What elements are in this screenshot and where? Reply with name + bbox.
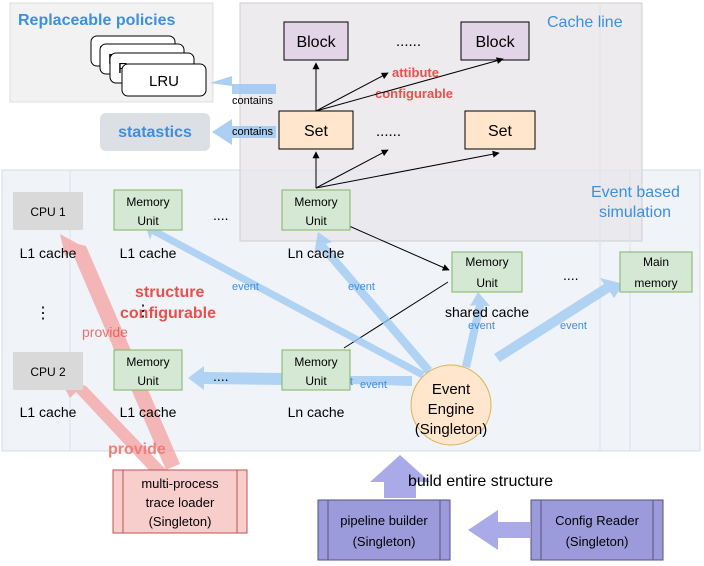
block-box[interactable] [283,21,349,61]
block-label: Block [475,34,515,51]
build-label: build entire structure [408,473,553,490]
contains-arrow-policies [210,76,276,94]
memory-unit-l1-top[interactable]: Memory Unit [113,189,183,231]
event-engine-label: (Singleton) [415,421,488,438]
trace-loader-label: trace loader [146,495,215,510]
trace-loader-label: multi-process [141,476,219,491]
event-sim-title-line2: simulation [599,204,671,221]
dots: .... [563,267,579,283]
structure-configurable-note: configurable [120,305,216,322]
vdots: ⋮ [135,303,151,320]
contains-label: contains [232,95,273,107]
cache-label: L1 cache [20,245,77,261]
structure-configurable-note: structure [135,284,204,301]
cpu-box[interactable] [13,352,83,390]
contains-arrow-stats [212,119,276,145]
config-reader-label: Config Reader [555,513,639,528]
event-arrows [145,222,624,390]
pipeline-builder-label: (Singleton) [353,534,416,549]
dots: .... [213,207,229,223]
memory-unit-label: Memory [465,255,508,269]
event-engine[interactable]: Event Engine (Singleton) [410,364,492,446]
memory-unit-label: Memory [294,355,337,369]
set-dots: ...... [376,123,401,140]
lru-label: LRU [149,73,179,90]
main-memory-label: Main [643,255,669,269]
provide-label: provide [108,441,166,458]
statastics-box[interactable] [100,113,210,151]
memory-unit-label: Unit [137,214,159,228]
main-memory-label: memory [634,276,677,290]
statastics-label: statastics [118,124,192,141]
cpu-label: CPU 1 [30,205,66,219]
build-arrows [370,455,530,550]
cache-label: Ln cache [288,404,345,420]
cache-label: Ln cache [288,245,345,261]
cpu-box[interactable] [13,192,83,230]
event-sim-title-line1: Event based [591,184,680,201]
connector-arrows [312,57,504,349]
memory-unit-label: Unit [476,276,498,290]
event-label: event [232,281,259,293]
cache-label: shared cache [445,304,529,320]
pipeline-builder[interactable]: pipeline builder (Singleton) [317,499,451,561]
main-memory-box[interactable]: Main memory [619,251,693,293]
config-reader[interactable]: Config Reader (Singleton) [530,499,664,561]
cache-label: L1 cache [20,404,77,420]
attribute-configurable-note: configurable [375,86,453,101]
cpu-vdots: ⋮ [35,305,51,322]
policy-stack: F F F LRU [90,35,207,97]
set-label: Set [488,123,513,140]
config-reader-label: (Singleton) [566,534,629,549]
cache-label: L1 cache [120,404,177,420]
trace-loader[interactable]: multi-process trace loader (Singleton) [112,469,248,534]
memory-unit-label: Unit [305,214,327,228]
cache-label: L1 cache [120,245,177,261]
memory-unit-l1-bottom[interactable]: Memory Unit [113,349,183,391]
memory-unit-ln-top[interactable]: Memory Unit [281,189,351,231]
set-box[interactable] [464,110,536,150]
memory-unit-label: Memory [294,195,337,209]
replaceable-policies-title: Replaceable policies [18,12,176,29]
cpu-label: CPU 2 [30,365,66,379]
memory-unit-label: Memory [126,355,169,369]
memory-unit-ln-bottom[interactable]: Memory Unit [281,349,351,391]
cache-line-title: Cache line [547,14,623,31]
dots: .... [213,368,229,384]
event-label: event [348,281,375,293]
memory-unit-label: Unit [137,374,159,388]
lru-policy-card[interactable] [121,63,207,97]
memory-unit-label: Unit [305,374,327,388]
provide-label: provide [82,324,128,340]
set-label: Set [304,123,329,140]
pipeline-builder-label: pipeline builder [340,513,428,528]
trace-loader-label: (Singleton) [149,514,212,529]
event-label: event [560,320,587,332]
attribute-configurable-note: attibute [392,65,439,80]
memory-unit-label: Memory [126,195,169,209]
event-engine-label: Engine [428,401,475,418]
event-label: event [360,379,387,391]
block-dots: ...... [396,33,421,50]
memory-unit-shared[interactable]: Memory Unit [451,251,523,293]
event-engine-label: Event [432,381,471,398]
event-label: event [468,320,495,332]
contains-label: contains [232,126,273,138]
block-box[interactable] [460,21,530,61]
block-label: Block [296,34,336,51]
